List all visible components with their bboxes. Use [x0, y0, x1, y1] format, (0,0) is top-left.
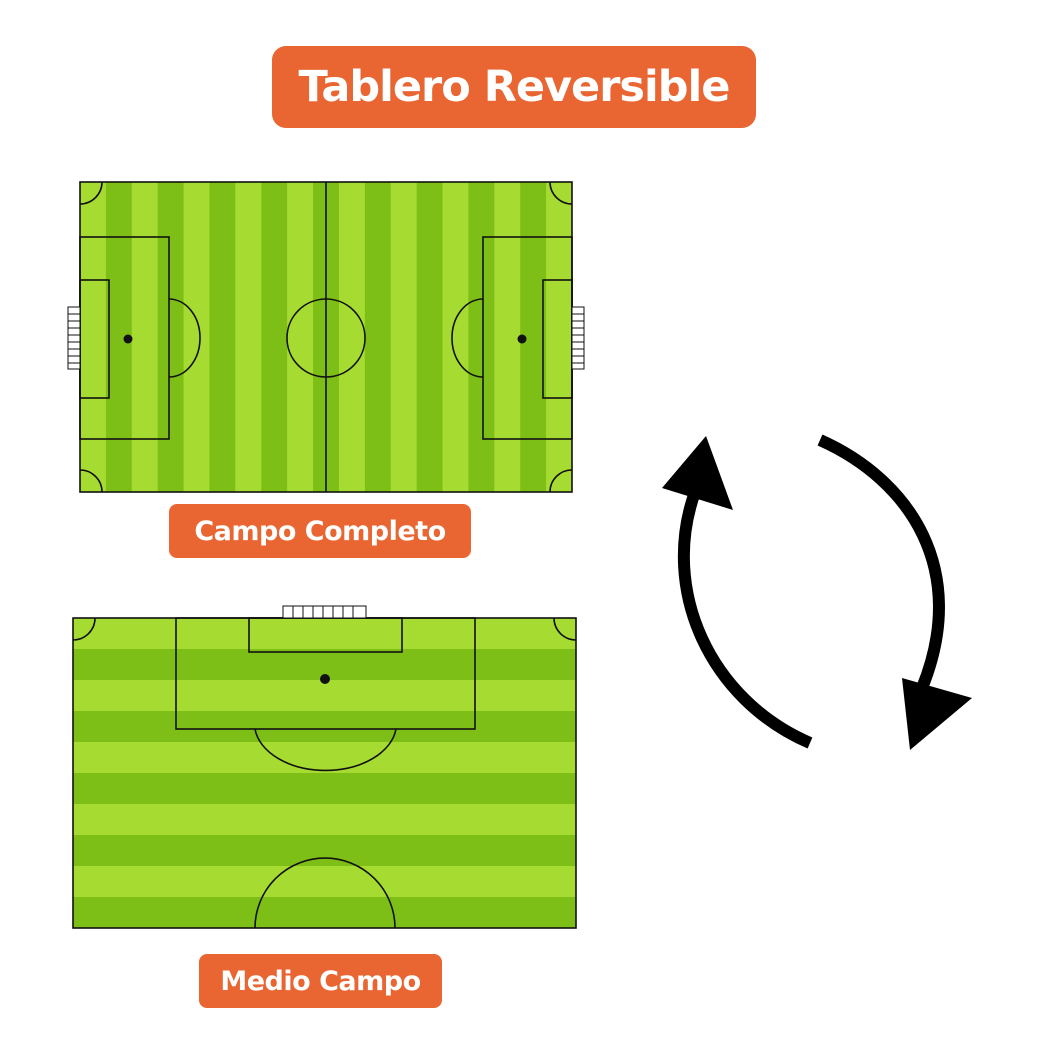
- full-pitch-label: Campo Completo: [169, 504, 471, 558]
- grass-stripe: [73, 711, 576, 743]
- grass-stripe: [442, 182, 469, 492]
- half-pitch-stripes: [73, 618, 576, 929]
- grass-stripe: [416, 182, 444, 492]
- full-pitch-stripes: [80, 182, 573, 492]
- grass-stripe: [468, 182, 495, 492]
- grass-stripe: [157, 182, 185, 492]
- grass-stripe: [73, 618, 576, 650]
- rotate-arrow-up-head: [662, 436, 733, 510]
- rotate-arrows-icon: [662, 434, 972, 750]
- grass-stripe: [390, 182, 418, 492]
- full-pitch-diagram: [67, 181, 585, 493]
- grass-stripe: [183, 182, 210, 492]
- grass-stripe: [287, 182, 314, 492]
- full-pitch-left-penalty-spot: [123, 334, 133, 344]
- grass-stripe: [364, 182, 392, 492]
- grass-stripe: [80, 182, 107, 492]
- full-pitch-left-penalty-arc: [168, 298, 201, 378]
- half-pitch-center-circle: [254, 857, 396, 929]
- full-pitch-right-penalty-arc: [451, 298, 484, 378]
- half-pitch-diagram: [72, 605, 577, 929]
- full-pitch-left-goal: [67, 306, 81, 370]
- grass-stripe: [494, 182, 521, 492]
- full-pitch-center-circle: [286, 298, 366, 378]
- grass-stripe: [73, 773, 576, 805]
- grass-stripe: [209, 182, 236, 492]
- grass-stripe: [131, 182, 159, 492]
- grass-stripe: [546, 182, 573, 492]
- rotate-arrow-left-curve: [677, 489, 813, 749]
- grass-stripe: [73, 835, 576, 867]
- rotate-arrow-down-head: [902, 678, 972, 750]
- grass-stripe: [338, 182, 366, 492]
- grass-stripe: [73, 897, 576, 929]
- grass-stripe: [73, 742, 576, 774]
- grass-stripe: [73, 680, 576, 712]
- half-pitch-label: Medio Campo: [199, 954, 442, 1008]
- half-pitch-penalty-spot: [320, 674, 330, 684]
- full-pitch-right-goal: [571, 306, 585, 370]
- grass-stripe: [73, 866, 576, 898]
- rotate-arrow-right-curve: [817, 434, 945, 691]
- grass-stripe: [73, 804, 576, 836]
- grass-stripe: [261, 182, 288, 492]
- half-pitch-penalty-arc: [254, 728, 397, 772]
- page-title: Tablero Reversible: [272, 46, 756, 128]
- full-pitch-right-penalty-spot: [517, 334, 527, 344]
- half-pitch-goal: [282, 605, 367, 619]
- grass-stripe: [235, 182, 262, 492]
